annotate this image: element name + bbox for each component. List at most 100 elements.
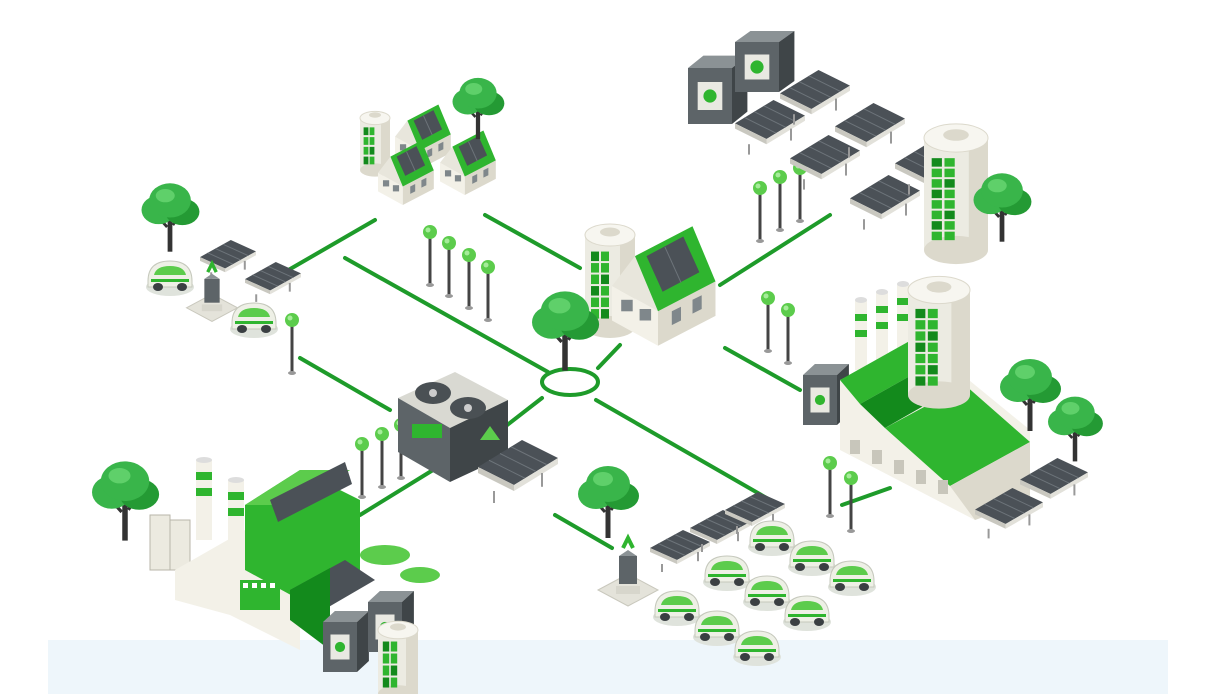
lamp-bulb (753, 181, 767, 195)
unit-bolt-badge (334, 641, 346, 653)
unit-top (368, 591, 414, 602)
tree-icon (578, 466, 639, 538)
charger-plug-plate (616, 586, 640, 594)
battery-cell (369, 127, 375, 136)
lamp-base (358, 495, 366, 499)
lamp-base (826, 514, 834, 518)
car-wheel (237, 325, 247, 333)
street-lamp (781, 303, 795, 365)
electric-car-icon (146, 260, 194, 296)
car-wheel (153, 283, 163, 291)
electric-car-icon (788, 540, 836, 576)
car-windshield (238, 308, 270, 317)
car-windshield (661, 596, 693, 605)
car-stripe (833, 579, 871, 582)
fan-hub (464, 404, 472, 412)
car-wheel (819, 563, 829, 571)
lamp-highlight (763, 293, 769, 299)
battery-shade (951, 290, 970, 395)
battery-cell (601, 251, 609, 262)
panel-gridline (808, 75, 841, 92)
power-storage-unit-icon (735, 31, 795, 92)
lamp-base (764, 349, 772, 353)
grid-line (718, 213, 832, 287)
solar-panel-icon (790, 135, 860, 190)
car-windshield (756, 526, 788, 535)
lamp-base (465, 306, 473, 310)
panel-gridline (741, 500, 769, 514)
unit-top (688, 55, 748, 68)
battery-cell (931, 158, 942, 167)
solar-house-icon (378, 140, 434, 206)
panel-gridline (809, 146, 841, 163)
chimney-band (196, 488, 212, 496)
battery-cell (390, 677, 398, 688)
lamp-highlight (483, 262, 489, 268)
warning-bolt-icon (480, 426, 500, 440)
ev-charger-icon (185, 259, 239, 322)
panel-gridline (674, 534, 702, 547)
tree-icon (973, 173, 1032, 242)
battery-bottom (924, 235, 988, 265)
panel-gridline (749, 496, 777, 509)
battery-cell (382, 665, 390, 676)
panel-gridline (664, 246, 682, 283)
lamp-base (288, 371, 296, 375)
car-stripe (748, 594, 786, 597)
lamp-bulb (823, 456, 837, 470)
tree-trunk (475, 108, 481, 140)
lamp-base (784, 361, 792, 365)
battery-cell (915, 342, 926, 352)
battery-cell (601, 274, 609, 285)
street-lamp (753, 181, 767, 243)
grid-line (840, 486, 892, 507)
chimney-top (855, 297, 867, 303)
battery-bottom (908, 381, 970, 409)
tree-highlight (108, 468, 131, 484)
solar-panel-icon (478, 440, 558, 503)
battery-cell (363, 146, 369, 155)
street-lamp (375, 427, 389, 489)
lamp-highlight (287, 315, 293, 321)
solar-panel-icon (735, 100, 805, 155)
chimney-top (196, 457, 212, 463)
car-windshield (796, 546, 828, 555)
tree-highlight (987, 179, 1007, 193)
chimney-band (855, 330, 867, 337)
lamp-base (796, 219, 804, 223)
leaf-icon (621, 533, 635, 549)
lamp-highlight (357, 439, 363, 445)
lamp-bulb (773, 170, 787, 184)
car-stripe (738, 649, 776, 652)
house-window (410, 183, 416, 194)
lamp-bulb (462, 248, 476, 262)
car-wheel (835, 583, 845, 591)
electric-car-icon (230, 302, 278, 338)
green-factory-icon (149, 457, 440, 650)
panel-gridline (468, 141, 478, 162)
car-wheel (790, 618, 800, 626)
battery-tower-icon (923, 123, 989, 265)
unit-side (779, 31, 795, 92)
silo (149, 514, 171, 571)
plant-pattern-cell (270, 583, 275, 588)
house-window (483, 167, 489, 178)
car-wheel (177, 283, 187, 291)
battery-cell (944, 179, 955, 188)
car-windshield (751, 581, 783, 590)
house-window (399, 144, 407, 151)
battery-cell (601, 263, 609, 273)
tree-icon (532, 291, 600, 371)
grid-line (553, 513, 614, 550)
ev-charger-icon (596, 533, 660, 607)
solar-panel-icon (725, 492, 785, 534)
panel-gridline (754, 111, 786, 128)
electric-car-icon (733, 630, 781, 666)
tree-icon (452, 77, 505, 140)
car-stripe (708, 574, 746, 577)
car-stripe (793, 559, 831, 562)
tree-trunk (562, 331, 568, 371)
tree-trunk (605, 502, 611, 538)
lamp-base (445, 294, 453, 298)
battery-cell (390, 665, 398, 676)
